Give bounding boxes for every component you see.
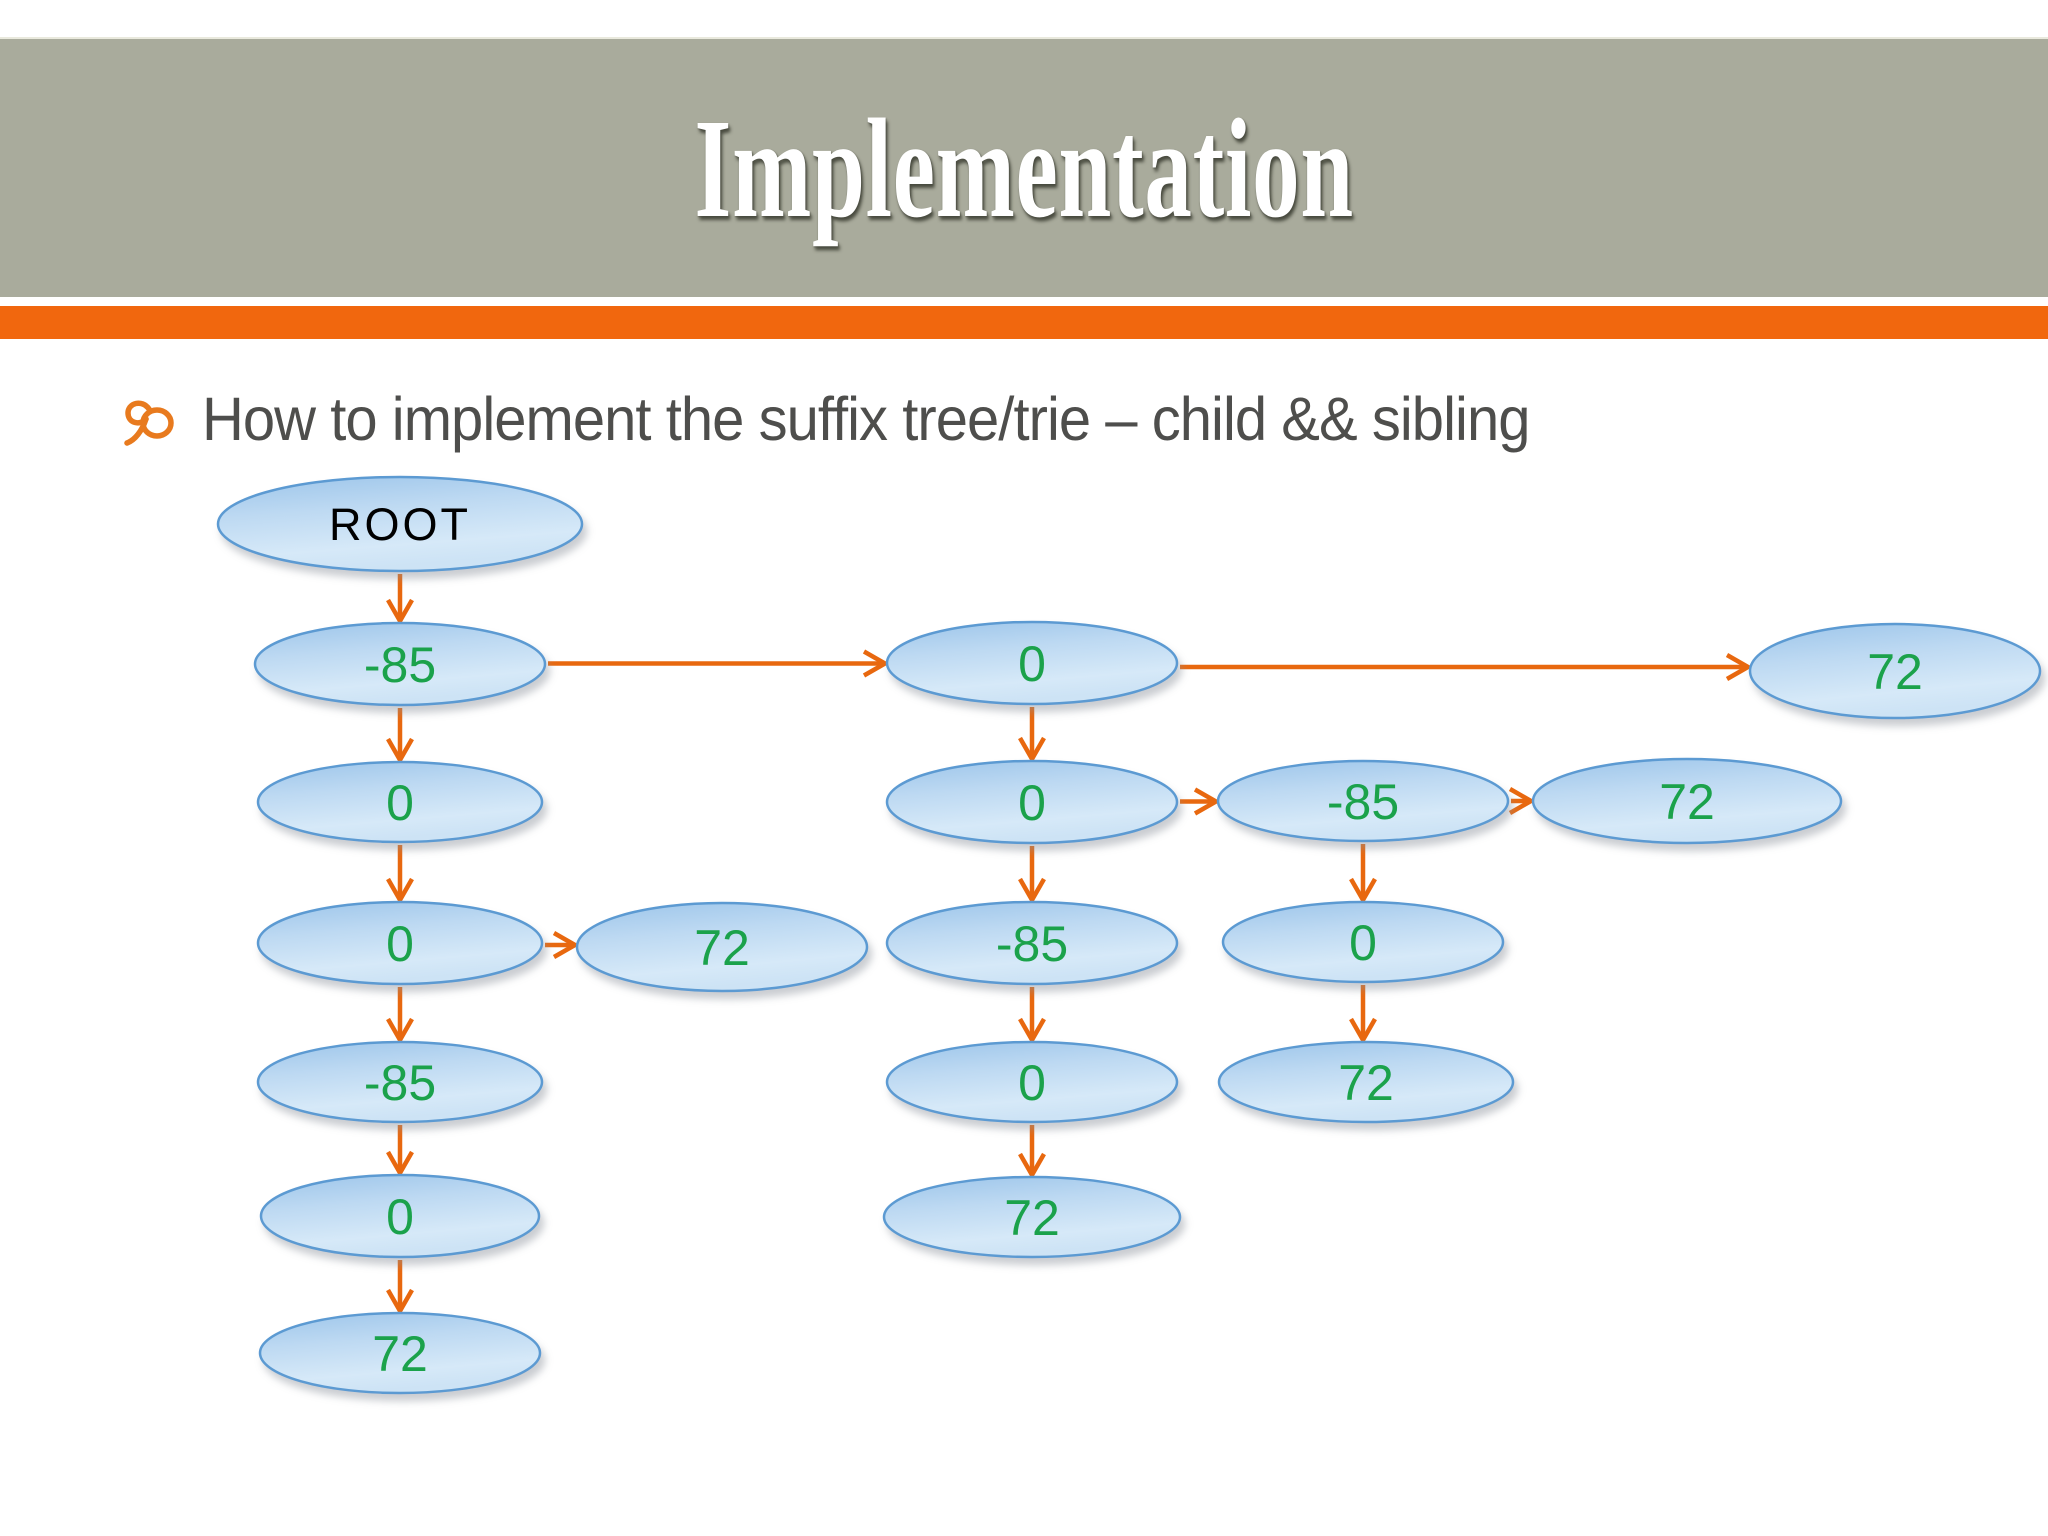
node-ellipse-L6 <box>258 1311 542 1395</box>
node-label-L5: 0 <box>386 1189 414 1245</box>
tree-node-S1: 72 <box>1531 757 1843 845</box>
tree-node-R3: 72 <box>1217 1040 1515 1124</box>
tree-node-T1: 72 <box>1748 622 2042 720</box>
tree-node-R2: 0 <box>1221 900 1505 984</box>
node-ellipse-M1 <box>885 620 1179 706</box>
node-label-L3: 0 <box>386 916 414 972</box>
tree-node-M4: 0 <box>885 1040 1179 1124</box>
tree-node-M2: 0 <box>885 759 1179 845</box>
tree-node-L6: 72 <box>258 1311 542 1395</box>
node-label-M2: 0 <box>1018 775 1046 831</box>
tree-node-M1: 0 <box>885 620 1179 706</box>
node-ellipse-S1 <box>1531 757 1843 845</box>
tree-node-L3s: 72 <box>575 901 869 993</box>
node-label-L3s: 72 <box>694 920 750 976</box>
tree-node-L1: -85 <box>253 621 547 707</box>
flourish-bullet-icon <box>124 400 174 446</box>
bullet-row: How to implement the suffix tree/trie – … <box>120 384 1599 458</box>
header-band: Implementation <box>0 37 2048 297</box>
node-ellipse-R1 <box>1216 759 1510 843</box>
node-ellipse-R2 <box>1221 900 1505 984</box>
node-label-M1: 0 <box>1018 636 1046 692</box>
node-label-T1: 72 <box>1867 644 1923 700</box>
node-ellipse-L5 <box>259 1173 541 1259</box>
tree-node-M5: 72 <box>882 1175 1182 1259</box>
tree-node-L5: 0 <box>259 1173 541 1259</box>
tree-node-M3: -85 <box>885 900 1179 986</box>
node-label-R3: 72 <box>1338 1055 1394 1111</box>
node-ellipse-L2 <box>256 760 544 844</box>
node-label-M3: -85 <box>996 916 1068 972</box>
node-label-L6: 72 <box>372 1326 428 1382</box>
tree-node-R1: -85 <box>1216 759 1510 843</box>
node-ellipse-root <box>216 475 584 573</box>
node-label-L4: -85 <box>364 1055 436 1111</box>
node-ellipse-L3 <box>256 900 544 986</box>
node-ellipse-L3s <box>575 901 869 993</box>
node-label-M4: 0 <box>1018 1055 1046 1111</box>
tree-node-L2: 0 <box>256 760 544 844</box>
bullet-text: How to implement the suffix tree/trie – … <box>202 385 1530 453</box>
node-label-R1: -85 <box>1327 774 1399 830</box>
tree-node-L3: 0 <box>256 900 544 986</box>
node-ellipse-M4 <box>885 1040 1179 1124</box>
node-label-R2: 0 <box>1349 915 1377 971</box>
tree-node-root: ROOT <box>216 475 584 573</box>
node-ellipse-T1 <box>1748 622 2042 720</box>
page-title: Implementation <box>694 89 1354 247</box>
node-ellipse-R3 <box>1217 1040 1515 1124</box>
node-ellipse-L4 <box>256 1040 544 1124</box>
accent-bar <box>0 306 2048 339</box>
node-label-L1: -85 <box>364 637 436 693</box>
node-label-L2: 0 <box>386 775 414 831</box>
node-ellipse-M2 <box>885 759 1179 845</box>
node-label-S1: 72 <box>1659 774 1715 830</box>
node-ellipse-M3 <box>885 900 1179 986</box>
node-ellipse-L1 <box>253 621 547 707</box>
tree-node-L4: -85 <box>256 1040 544 1124</box>
tree-edges <box>386 574 1753 1316</box>
node-label-M5: 72 <box>1004 1190 1060 1246</box>
node-label-root: ROOT <box>329 499 471 550</box>
node-ellipse-M5 <box>882 1175 1182 1259</box>
tree-nodes: ROOT -85 0 0 72 -85 0 72 0 0 -85 0 72 -85 0 72 72 72 <box>216 475 2042 1395</box>
